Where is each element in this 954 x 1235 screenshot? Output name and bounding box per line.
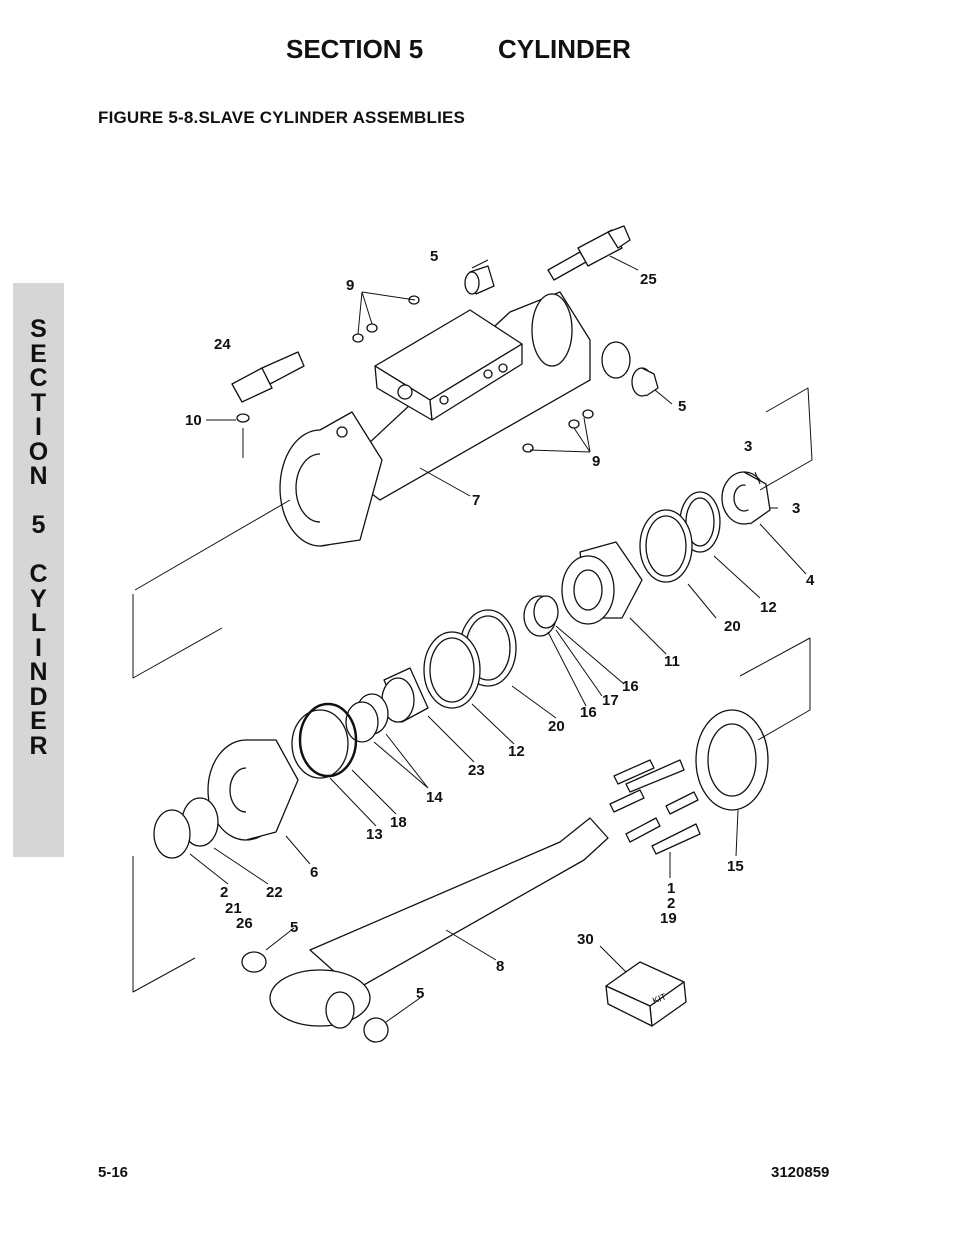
tab-letter: E [30, 339, 47, 368]
callout: 19 [660, 910, 677, 927]
tab-letter: C [29, 364, 48, 392]
fitting-10 [236, 413, 250, 423]
cylinder-end-cap [279, 411, 383, 547]
tab-letter: S [30, 315, 47, 343]
callout: 1 [667, 880, 675, 897]
page-header: SECTION 5 CYLINDER [0, 34, 954, 70]
tab-letter: I [35, 413, 42, 441]
piston-rod-8 [269, 817, 609, 1029]
callout: 22 [266, 884, 283, 901]
callout: 20 [724, 618, 741, 635]
fitting-25 [547, 225, 631, 281]
lock-nut [721, 471, 771, 525]
tab-letter: C [29, 560, 48, 588]
callout: 9 [346, 277, 354, 294]
callout: 30 [577, 931, 594, 948]
callout: 15 [727, 858, 744, 875]
callout: 25 [640, 271, 657, 288]
figure-title: FIGURE 5-8.SLAVE CYLINDER ASSEMBLIES [98, 108, 466, 127]
callout-labels: 5 25 9 24 10 5 9 7 3 3 4 12 20 11 16 17 … [185, 248, 815, 1006]
callout: 13 [366, 826, 383, 843]
callout: 2 [220, 884, 228, 901]
callout: 7 [472, 492, 480, 509]
tab-letter: N [29, 462, 48, 490]
tab-letter: E [30, 707, 47, 735]
cylinder-head-6 [207, 739, 299, 841]
callout: 20 [548, 718, 565, 735]
bushing-5-right [631, 367, 659, 397]
tab-letter: R [29, 731, 48, 760]
callout: 16 [580, 704, 597, 721]
flange-15 [695, 709, 769, 811]
callout: 6 [310, 864, 318, 881]
valve-block [374, 309, 523, 421]
leader-lines [132, 255, 813, 1023]
callout: 23 [468, 762, 485, 779]
screws-9 [352, 295, 594, 453]
page-number: 5-16 [98, 1164, 129, 1181]
section-side-tab: S E C T I O N 5 C Y L I N D E R [13, 283, 64, 857]
callout: 18 [390, 814, 407, 831]
wear-ring-14b [345, 701, 379, 743]
kit-box-30 [605, 961, 687, 1027]
ring-17 [533, 595, 559, 629]
callout: 14 [426, 789, 443, 806]
seal-12-lower-inner [429, 637, 475, 703]
callout: 26 [236, 915, 253, 932]
callout: 10 [185, 412, 202, 429]
callout: 12 [508, 743, 525, 760]
bushing-5-lower-a [241, 951, 267, 973]
o-ring-18 [298, 702, 358, 778]
callout: 4 [806, 572, 815, 589]
callout: 17 [602, 692, 619, 709]
callout: 5 [416, 985, 424, 1002]
bolts [609, 759, 701, 855]
bushing-5-lower-b [363, 1017, 389, 1043]
spacer-23 [381, 667, 429, 723]
tab-letter: O [28, 437, 49, 466]
callout: 2 [667, 895, 675, 912]
tab-letter: T [30, 388, 47, 417]
fitting-24 [231, 351, 305, 403]
tab-letter: Y [30, 584, 47, 613]
wiper-2 [153, 809, 191, 859]
seal-20-inner [645, 515, 687, 577]
callout: 21 [225, 900, 242, 917]
tab-letter: I [35, 633, 42, 662]
callout: 3 [792, 500, 800, 517]
document-number: 3120859 [771, 1164, 830, 1181]
tab-letter: D [29, 682, 48, 711]
tab-letter: N [29, 658, 48, 686]
callout: 16 [622, 678, 639, 695]
side-tab-letters: S E C T I O N 5 C Y L I N D E R [13, 317, 64, 758]
callout: 8 [496, 958, 504, 975]
callout: 11 [664, 653, 680, 670]
callout: 5 [678, 398, 686, 415]
callout: 24 [214, 336, 231, 353]
callout: 5 [430, 248, 438, 265]
section-name: CYLINDER [498, 34, 631, 64]
tab-letter: 5 [31, 511, 46, 539]
callout: 9 [592, 453, 600, 470]
piston-11 [561, 541, 643, 625]
section-number: SECTION 5 [286, 34, 424, 64]
callout: 5 [290, 919, 298, 936]
bushing-5-top [464, 265, 495, 295]
callout: 12 [760, 599, 777, 616]
callout: 3 [744, 438, 752, 455]
tab-letter: L [30, 609, 47, 637]
